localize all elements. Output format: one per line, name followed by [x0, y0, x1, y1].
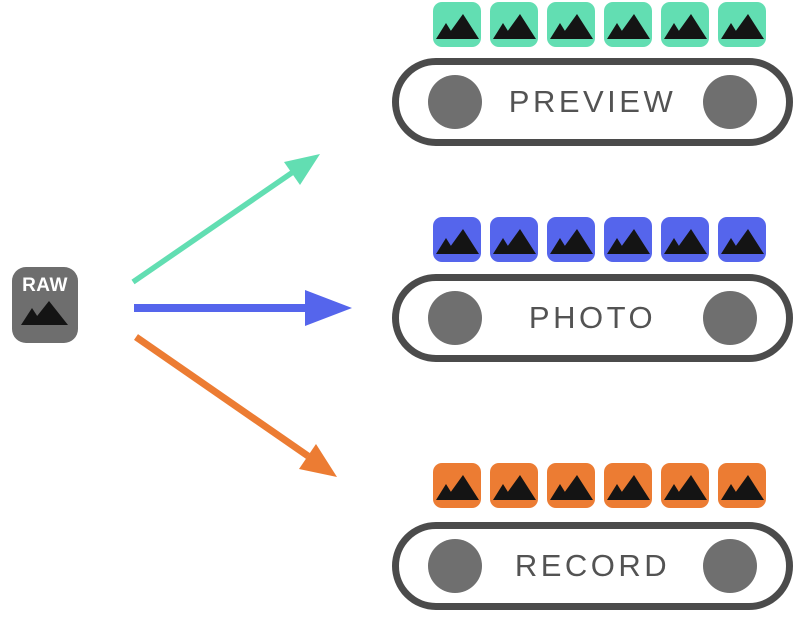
mountain-glyph: [493, 475, 536, 500]
frame-icon: [490, 463, 538, 508]
frame-icon: [604, 463, 652, 508]
mountain-glyph: [607, 475, 650, 500]
frame-icon: [661, 2, 709, 47]
frame-icon: [718, 463, 766, 508]
image-mountains-icon: [21, 301, 68, 325]
frame-icon: [718, 217, 766, 262]
frame-icon: [490, 2, 538, 47]
pill-record: RECORD: [392, 522, 793, 610]
mountain-glyph: [607, 14, 650, 39]
raw-label: RAW: [22, 275, 68, 296]
pill-photo: PHOTO: [392, 274, 793, 362]
mountain-glyph: [436, 14, 479, 39]
mountain-glyph: [550, 14, 593, 39]
frame-icon: [547, 463, 595, 508]
mountain-glyph: [436, 229, 479, 254]
frame-icon: [490, 217, 538, 262]
mountain-glyph: [550, 229, 593, 254]
arrow-to-photo: [134, 290, 352, 326]
frame-icon: [433, 2, 481, 47]
reel-circle-right: [703, 75, 757, 129]
reel-circle-left: [428, 75, 482, 129]
pipeline-label-record: RECORD: [514, 547, 671, 583]
mountain-glyph: [664, 229, 707, 254]
mountain-glyph: [664, 14, 707, 39]
reel-circle-right: [703, 539, 757, 593]
pill-preview: PREVIEW: [392, 58, 793, 146]
reel-circle-left: [428, 291, 482, 345]
frame-icon: [661, 217, 709, 262]
mountain-glyph: [493, 229, 536, 254]
arrow-to-record: [134, 334, 337, 477]
pipeline-label-photo: PHOTO: [528, 299, 657, 335]
frame-icon: [547, 2, 595, 47]
reel-circle-right: [702, 291, 757, 345]
mountain-glyph: [664, 475, 707, 500]
reel-circle-left: [428, 539, 482, 593]
frame-icon: [547, 217, 595, 262]
mountain-glyph: [493, 14, 536, 39]
frame-icon: [661, 463, 709, 508]
frame-row-photo: [433, 217, 766, 262]
frame-icon: [433, 217, 481, 262]
mountain-glyph: [550, 475, 593, 500]
frame-icon: [604, 2, 652, 47]
frame-icon: [718, 2, 766, 47]
pipeline-label-preview: PREVIEW: [508, 83, 677, 119]
mountain-glyph: [607, 229, 650, 254]
frame-row-record: [433, 463, 766, 508]
arrow-to-preview: [131, 154, 320, 285]
mountain-glyph: [721, 14, 764, 39]
mountain-glyph: [721, 475, 764, 500]
frame-row-preview: [433, 2, 766, 47]
frame-icon: [433, 463, 481, 508]
mountain-glyph: [721, 229, 764, 254]
raw-source-box: RAW: [12, 267, 78, 343]
frame-icon: [604, 217, 652, 262]
mountain-glyph: [436, 475, 479, 500]
